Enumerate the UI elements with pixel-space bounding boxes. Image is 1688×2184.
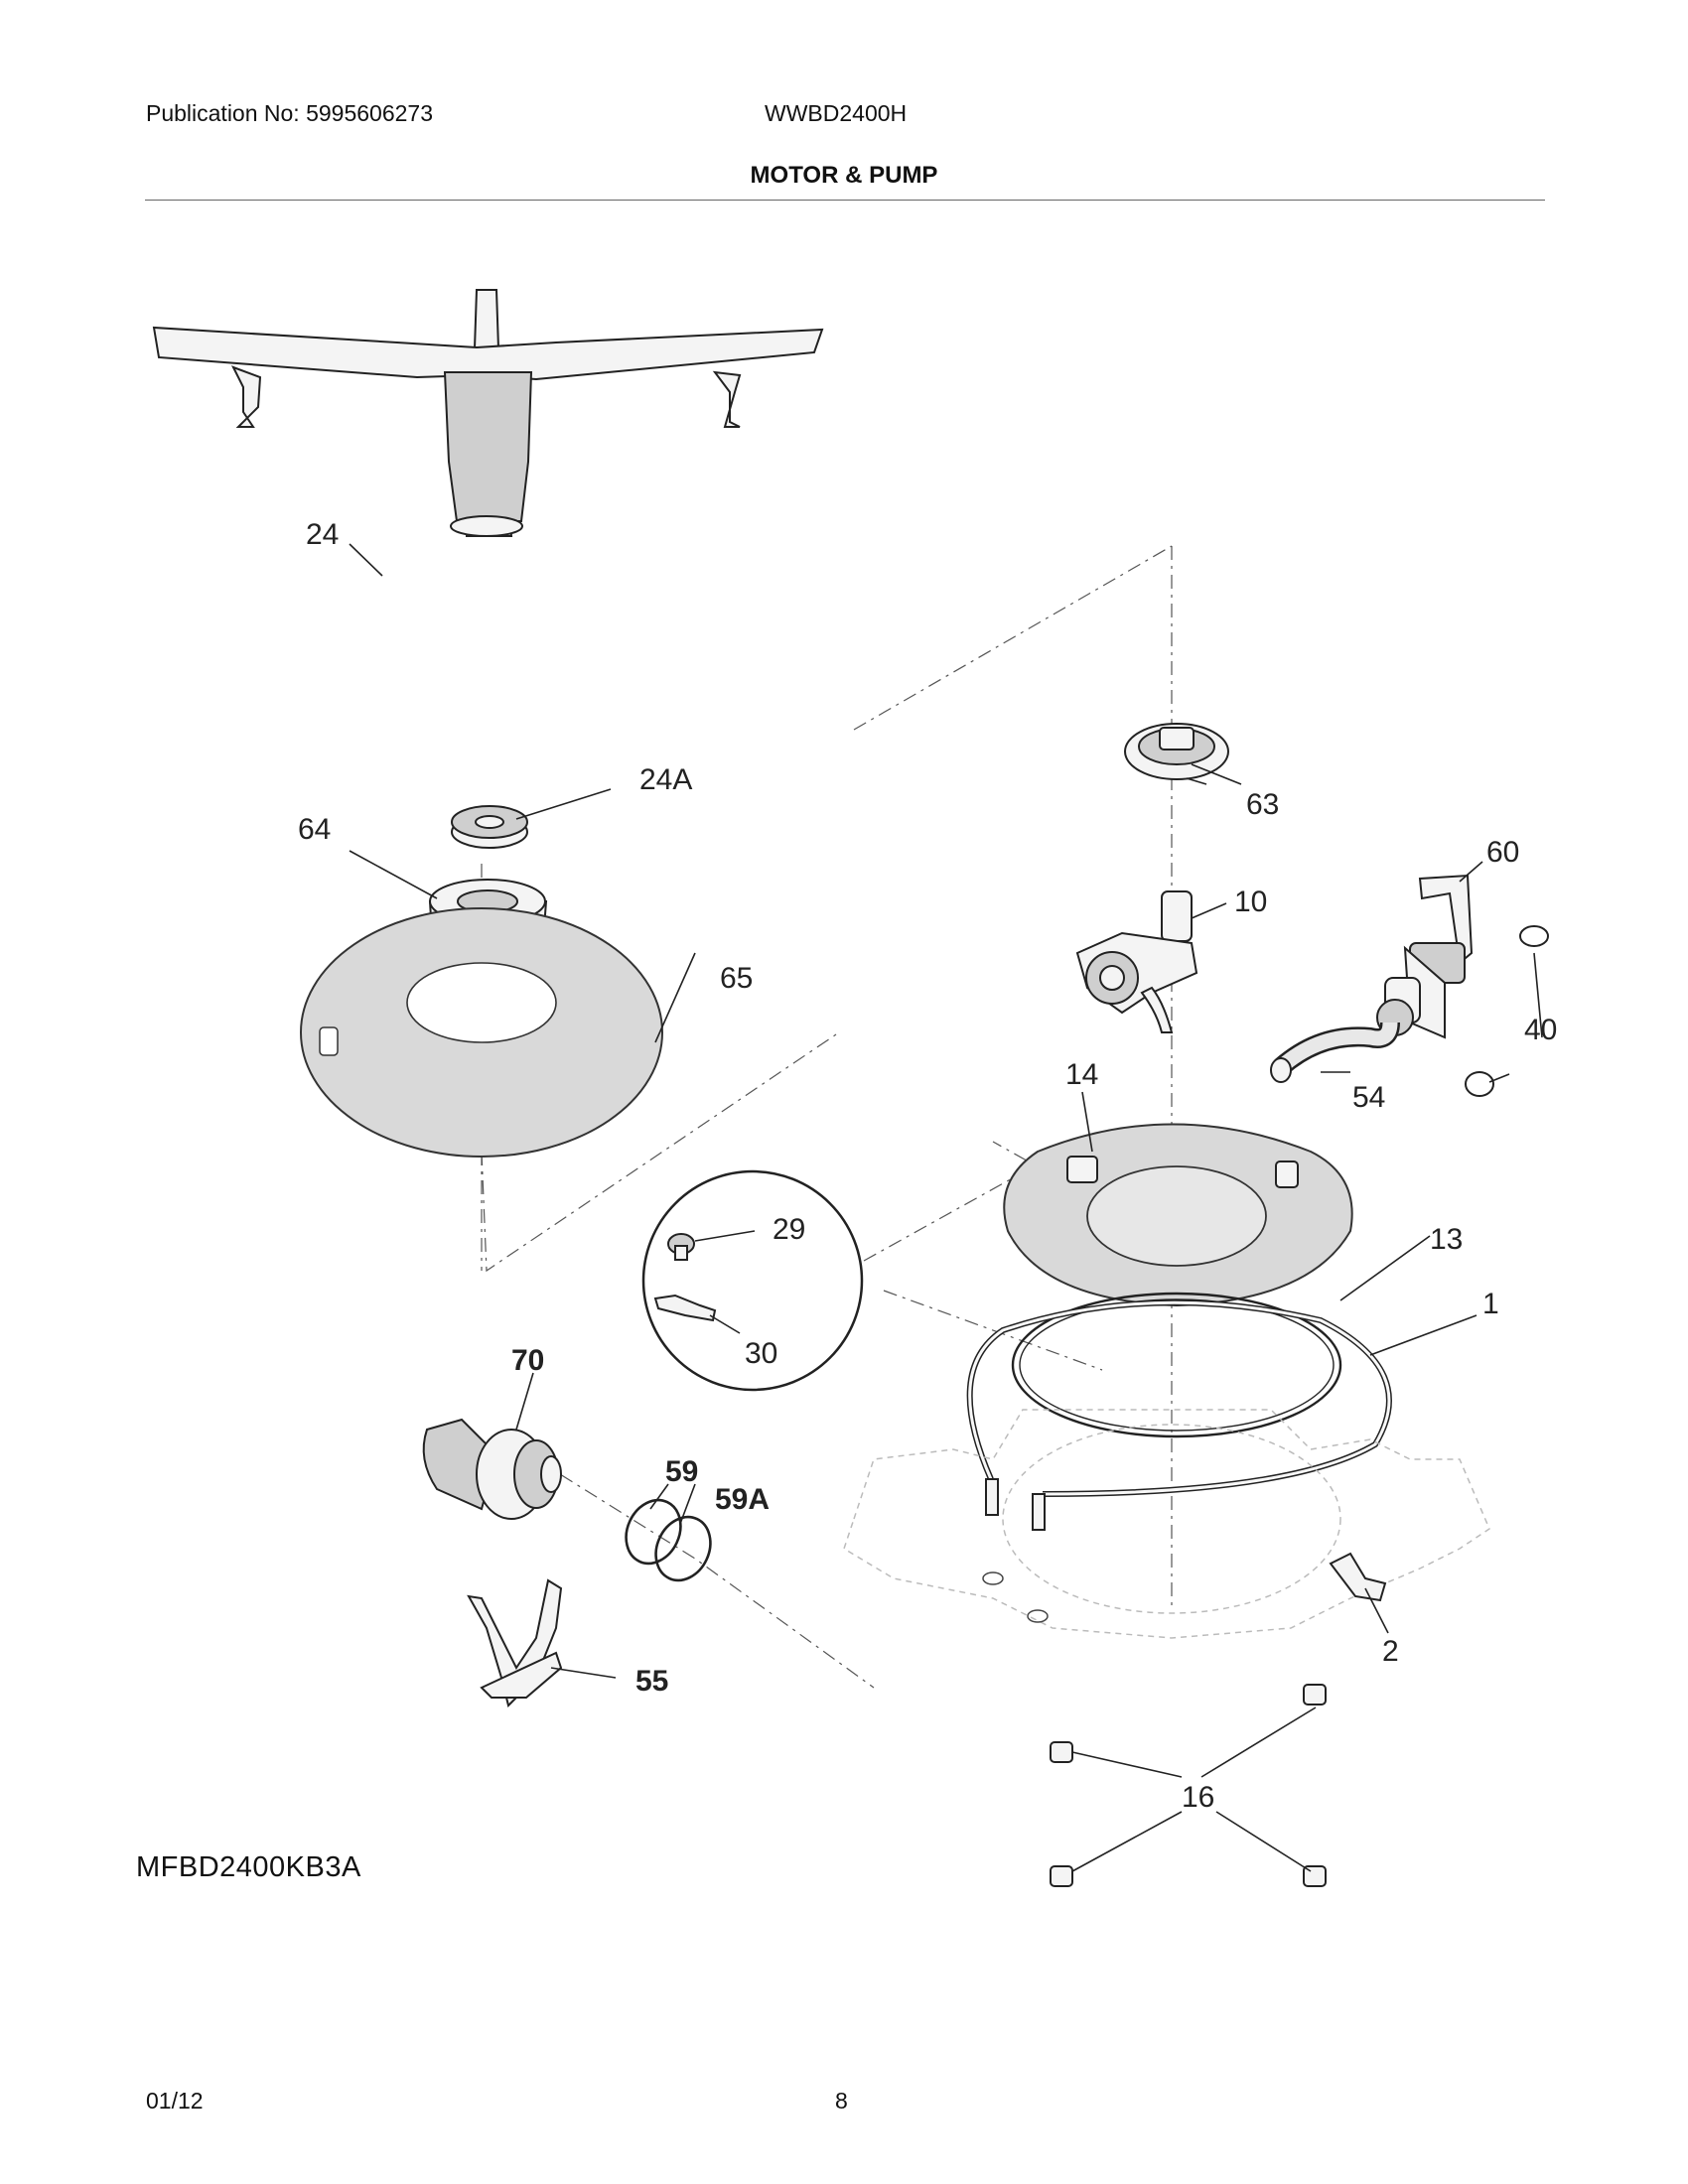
callout-64: 64 bbox=[298, 813, 331, 846]
tub-floor-outline bbox=[843, 1409, 1490, 1639]
motor-part-70 bbox=[422, 1418, 562, 1520]
pump-housing-part-10 bbox=[1075, 890, 1198, 1033]
callout-54: 54 bbox=[1352, 1081, 1385, 1114]
footer-date: 01/12 bbox=[146, 2088, 204, 2114]
header-divider bbox=[145, 200, 1545, 201]
sump-gasket-part-13 bbox=[1011, 1292, 1342, 1438]
seal-part-63 bbox=[1124, 723, 1229, 785]
callout-70: 70 bbox=[511, 1344, 544, 1377]
inlet-valve-part-60 bbox=[1376, 874, 1474, 1039]
callout-30: 30 bbox=[745, 1337, 777, 1370]
page-number: 8 bbox=[835, 2088, 848, 2114]
callout-labels: 24 24A 64 65 63 10 60 40 54 14 13 1 29 3… bbox=[298, 518, 1557, 1814]
callout-60: 60 bbox=[1486, 836, 1519, 869]
callout-2: 2 bbox=[1382, 1635, 1399, 1668]
publication-number: Publication No: 5995606273 bbox=[146, 100, 434, 126]
callout-55: 55 bbox=[635, 1665, 668, 1698]
callout-40: 40 bbox=[1524, 1014, 1557, 1046]
diagram-id: MFBD2400KB3A bbox=[136, 1851, 361, 1883]
clamp-part-40 bbox=[1465, 925, 1549, 1097]
callout-16: 16 bbox=[1182, 1781, 1214, 1814]
callout-13: 13 bbox=[1430, 1223, 1463, 1256]
bearing-ring-part-24A bbox=[451, 805, 528, 849]
heating-element-part-1 bbox=[966, 1299, 1392, 1531]
inlet-hose-part-54 bbox=[1270, 1022, 1400, 1083]
page-title: MOTOR & PUMP bbox=[750, 162, 938, 189]
spray-arm-part-24 bbox=[152, 289, 824, 537]
callout-65: 65 bbox=[720, 962, 753, 995]
fine-filter-part-65 bbox=[300, 907, 663, 1158]
callout-59: 59 bbox=[665, 1455, 698, 1488]
mounting-feet-part-16 bbox=[1050, 1684, 1327, 1887]
o-rings-part-59 bbox=[625, 1498, 712, 1582]
callout-63: 63 bbox=[1246, 788, 1279, 821]
callout-29: 29 bbox=[773, 1213, 805, 1246]
sump-cover-part-14 bbox=[1003, 1123, 1353, 1307]
leader-lines bbox=[349, 543, 1543, 1872]
callout-1: 1 bbox=[1482, 1288, 1499, 1320]
detail-circle bbox=[641, 1169, 864, 1392]
bracket-part-2 bbox=[1329, 1552, 1387, 1602]
callout-24A: 24A bbox=[639, 763, 692, 796]
model-number: WWBD2400H bbox=[765, 100, 908, 126]
callout-14: 14 bbox=[1065, 1058, 1098, 1091]
callout-10: 10 bbox=[1234, 886, 1267, 918]
callout-24: 24 bbox=[306, 518, 339, 551]
callout-59A: 59A bbox=[715, 1483, 770, 1516]
motor-mount-part-55 bbox=[467, 1578, 563, 1707]
